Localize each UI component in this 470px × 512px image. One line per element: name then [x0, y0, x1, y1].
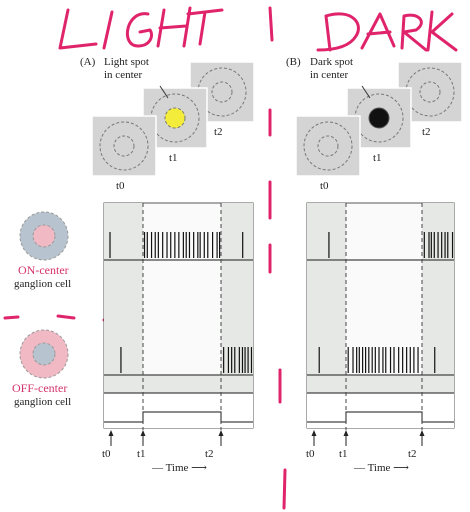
panel-a-letter: (A) — [80, 56, 96, 68]
panel-a-light-spot — [164, 107, 186, 129]
off-center-sublabel: ganglion cell — [14, 396, 72, 408]
panel-a-t2-center — [211, 81, 233, 103]
on-center-sublabel: ganglion cell — [14, 278, 72, 290]
panel-a-frame-label-t0: t0 — [116, 180, 125, 192]
panel-a-caption-line1: Light spot — [104, 56, 149, 68]
panel-b-t2-center — [419, 81, 441, 103]
hand-letter-h — [156, 6, 192, 48]
panel-b-t0-center — [317, 135, 339, 157]
panel-b-t1-surround — [354, 93, 404, 143]
panel-b-mid-clear — [346, 260, 422, 375]
panel-b-frame-label-t1: t1 — [373, 152, 382, 164]
hand-letter-a — [360, 12, 396, 50]
panel-a-t0-surround — [99, 121, 149, 171]
panel-a-stim-band — [104, 393, 253, 428]
panel-a-tick-t1: t1 — [137, 448, 146, 460]
panel-a-off-band — [104, 375, 253, 393]
panel-a-stimulus — [91, 61, 255, 177]
panel-a-t1-surround — [150, 93, 200, 143]
off-center-cell-diagram — [19, 329, 69, 379]
on-center-label: ON-center — [18, 263, 69, 277]
panel-b-caption-line1: Dark spot — [310, 56, 354, 68]
panel-a-mid-clear — [143, 260, 221, 375]
on-center-cell-diagram — [19, 211, 69, 261]
panel-b-frame-label-t2: t2 — [422, 126, 431, 138]
panel-a-tick-t0: t0 — [102, 448, 111, 460]
panel-b-tick-t0: t0 — [306, 448, 315, 460]
panel-b-time-label: — Time ⟶ — [354, 462, 409, 474]
panel-a-tick-arrowhead — [108, 430, 114, 436]
panel-a-time-text: Time — [165, 462, 189, 474]
hand-letter-g — [126, 12, 153, 48]
panel-a-raster — [103, 202, 254, 446]
panel-a-frame-t0 — [91, 115, 157, 177]
off-center-label: OFF-center — [12, 381, 68, 395]
hand-divider-low — [282, 468, 287, 510]
panel-b-time-text: Time — [367, 462, 391, 474]
panel-b-t2-surround — [405, 67, 455, 117]
panel-b-on-shade-pre — [307, 203, 346, 260]
panel-b-stimulus-trace — [307, 411, 454, 423]
on-cell-center — [32, 224, 56, 248]
panel-b-stim-band — [307, 393, 454, 428]
panel-a-t0-center — [113, 135, 135, 157]
panel-a-caption-line2: in center — [104, 69, 143, 81]
panel-a-stimulus-trace — [104, 411, 253, 423]
hand-divider-top — [268, 6, 274, 42]
panel-b-tick-arrowhead — [343, 430, 349, 436]
panel-b-tick-t2: t2 — [408, 448, 417, 460]
panel-a-tick-arrowhead — [218, 430, 224, 436]
panel-b-stimulus — [295, 61, 463, 177]
panel-b-raster — [306, 202, 455, 446]
panel-b-letter: (B) — [286, 56, 301, 68]
hand-letter-i — [102, 10, 114, 50]
hand-letter-r — [400, 13, 428, 52]
off-cell-center — [32, 342, 56, 366]
panel-b-dark-spot — [368, 107, 390, 129]
hand-letter-d — [316, 12, 360, 52]
hand-sep-left-2 — [56, 314, 76, 320]
panel-a-tick-arrowhead — [140, 430, 146, 436]
hand-letter-t — [186, 8, 224, 46]
panel-b-frame-t0 — [295, 115, 361, 177]
panel-a-frame-label-t1: t1 — [169, 152, 178, 164]
panel-b-t0-surround — [303, 121, 353, 171]
panel-a-on-shade-post — [221, 203, 253, 260]
hand-letter-k — [426, 10, 458, 52]
panel-b-tick-arrowhead — [311, 430, 317, 436]
panel-a-time-label: — Time ⟶ — [152, 462, 207, 474]
panel-a-frame-label-t2: t2 — [214, 126, 223, 138]
panel-b-caption-line2: in center — [310, 69, 349, 81]
panel-a-tick-t2: t2 — [205, 448, 214, 460]
panel-a-pointer — [159, 85, 169, 99]
panel-a-t2-surround — [197, 67, 247, 117]
panel-b-tick-t1: t1 — [339, 448, 348, 460]
panel-b-pointer — [361, 85, 371, 99]
panel-b-frame-label-t0: t0 — [320, 180, 329, 192]
panel-b-off-band — [307, 375, 454, 393]
panel-b-tick-arrowhead — [419, 430, 425, 436]
hand-sep-left-1 — [3, 315, 20, 320]
hand-letter-l — [58, 8, 98, 50]
